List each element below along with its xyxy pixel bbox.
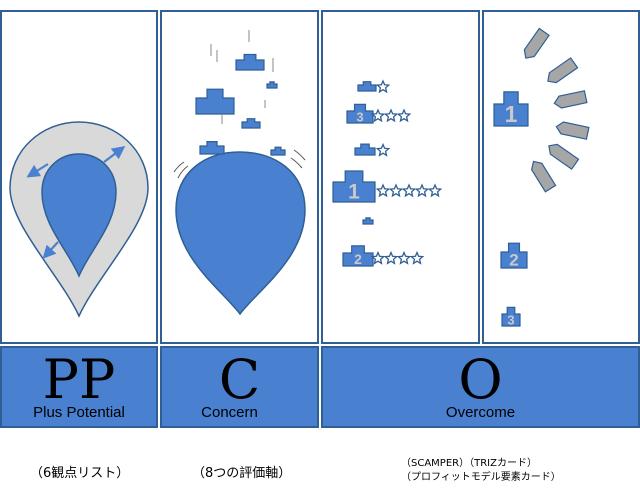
gray-arrow-icon	[547, 57, 579, 84]
star-icon	[396, 108, 412, 123]
gray-arrow-icon	[523, 27, 550, 59]
pp-letter: PP	[42, 348, 116, 411]
gray-arrow-icon	[555, 121, 590, 140]
o-label: Overcome	[445, 404, 516, 421]
ranked-item	[357, 79, 391, 94]
rank-number: 3	[356, 109, 363, 124]
falling-blocks	[195, 53, 286, 156]
concern-drop-icon	[175, 151, 306, 316]
gray-arrow-icon	[553, 90, 588, 109]
falling-block-icon	[266, 81, 278, 89]
falling-block-icon	[270, 146, 286, 156]
c-label: Concern	[201, 404, 258, 421]
podium-block-icon: 2	[342, 245, 374, 267]
falling-block-icon	[241, 118, 261, 129]
star-icon	[414, 183, 430, 198]
note-c: （8つの評価軸）	[192, 466, 292, 481]
star-icon	[396, 250, 412, 265]
ranked-item: 2	[342, 245, 425, 267]
note-o-line1: （SCAMPER）（TRIZカード）	[401, 458, 537, 469]
podium-block-icon	[354, 143, 376, 156]
star-icon	[409, 250, 425, 265]
motion-lines	[210, 30, 274, 124]
star-icon	[427, 183, 443, 198]
podium-block-icon	[357, 81, 377, 92]
podium-block-icon	[362, 217, 374, 225]
podium-block-icon: 1	[332, 170, 376, 204]
star-icon	[388, 183, 404, 198]
podium-block-icon: 3	[501, 306, 521, 327]
arrow-icon	[26, 163, 49, 178]
gray-arrow-icon	[548, 143, 580, 170]
ranked-item	[362, 217, 374, 225]
inner-drop-icon	[41, 153, 117, 278]
ranked-item	[354, 142, 391, 157]
rank-number: 1	[505, 101, 518, 127]
falling-block-icon	[195, 88, 235, 115]
fan-arrows	[523, 27, 590, 193]
note-o-line2: （プロフィットモデル要素カード）	[401, 472, 561, 483]
star-icon	[401, 183, 417, 198]
star-icon	[375, 142, 391, 157]
arrow-icon	[42, 241, 59, 259]
arrow-icon	[103, 146, 126, 163]
bounce-mark-icon	[173, 149, 306, 179]
star-icon	[383, 108, 399, 123]
star-icon	[375, 183, 391, 198]
star-icon	[375, 79, 391, 94]
rank-number: 3	[507, 312, 514, 327]
podium-block-icon: 3	[346, 103, 374, 124]
rank-number: 2	[509, 250, 518, 269]
gray-arrow-icon	[530, 160, 557, 193]
falling-block-icon	[199, 141, 225, 155]
star-icon	[383, 250, 399, 265]
pp-label: Plus Potential	[33, 404, 125, 421]
stacked-ranks: 1 2 3	[493, 91, 529, 327]
star-icon	[370, 250, 386, 265]
note-pp: （6観点リスト）	[30, 466, 130, 481]
band-o: O Overcome	[321, 346, 640, 428]
rank-number: 1	[348, 181, 360, 204]
ranked-items: 3 1 2	[332, 79, 443, 267]
panel-overcome-right	[482, 10, 640, 344]
ranked-item: 3	[346, 103, 412, 124]
star-icon	[370, 108, 386, 123]
rank-number: 2	[354, 251, 362, 267]
podium-block-icon: 2	[500, 242, 528, 269]
ranked-item: 1	[332, 170, 443, 204]
falling-block-icon	[235, 53, 265, 71]
band-c: C Concern	[160, 346, 319, 428]
o-letter: O	[458, 348, 503, 411]
c-letter: C	[218, 348, 261, 411]
band-pp: PP Plus Potential	[0, 346, 158, 428]
podium-block-icon: 1	[493, 91, 529, 127]
